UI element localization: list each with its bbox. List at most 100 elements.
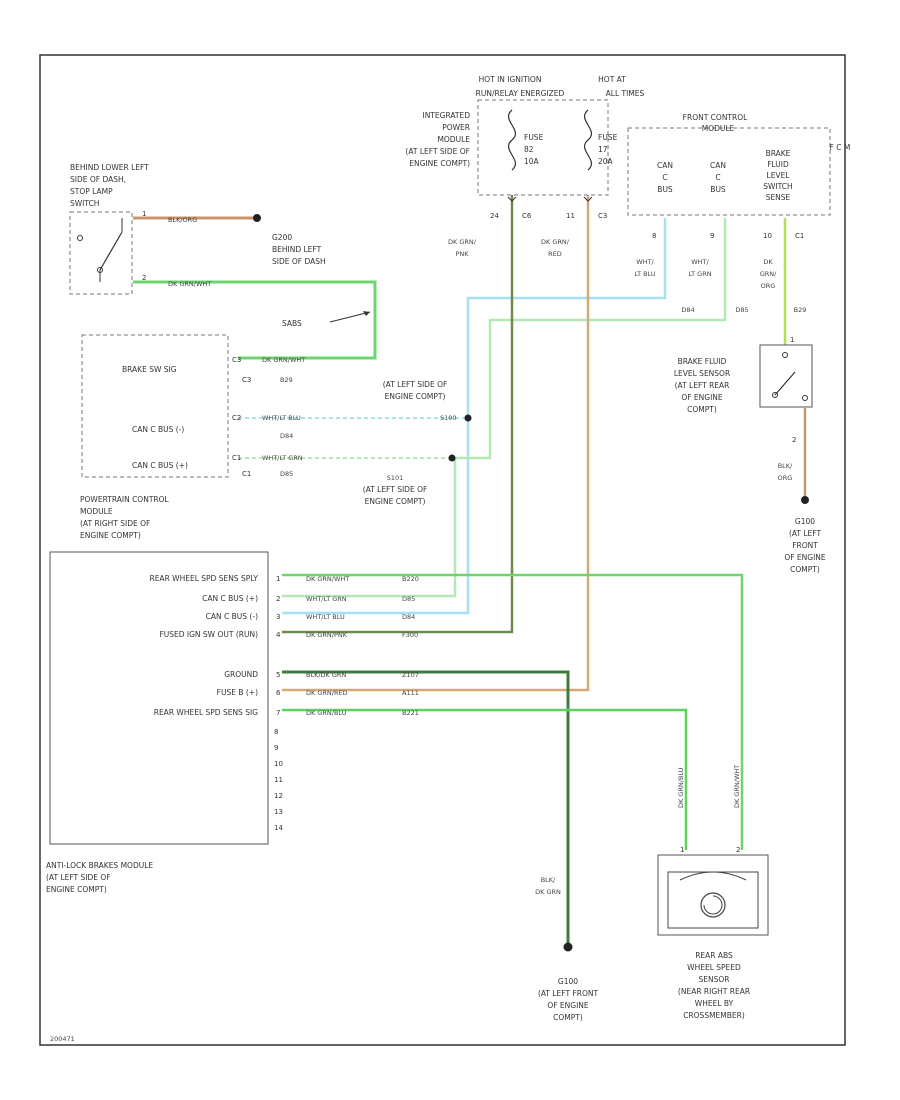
fcm-title-2: MODULE	[702, 124, 735, 133]
abs-extra-pin: 9	[274, 744, 278, 752]
abs-module-box	[49, 551, 269, 845]
stop-line-3: STOP LAMP	[70, 187, 113, 196]
ipm-line-2: POWER	[442, 123, 470, 132]
fluid-ground-1: G100	[795, 517, 815, 526]
g200-ground-dot	[253, 214, 261, 222]
pcm-row1-label: BRAKE SW SIG	[122, 365, 177, 374]
abs-row-label: GROUND	[224, 670, 258, 679]
fluid-wire-2: ORG	[778, 474, 793, 482]
fluid-ground-label: G100 (AT LEFT FRONT OF ENGINE COMPT)	[784, 517, 826, 574]
abs-row-pin: 6	[276, 689, 281, 697]
rear-line-5: WHEEL BY	[695, 999, 734, 1008]
g200-label: G200 BEHIND LEFT SIDE OF DASH	[272, 233, 326, 266]
hot-in-ignition-label: HOT IN IGNITION	[479, 75, 542, 84]
rear-sensor-box	[657, 854, 769, 936]
label-code-d85: D85	[735, 306, 748, 314]
abs-title-1: ANTI-LOCK BRAKES MODULE	[46, 861, 153, 870]
fluid-line-5: COMPT)	[687, 405, 717, 414]
fcm-col3-2: FLUID	[767, 160, 789, 169]
g100-line-2: (AT LEFT FRONT	[538, 989, 599, 998]
abs-row-wire: BLK/DK GRN	[306, 671, 346, 679]
abs-module-title: ANTI-LOCK BRAKES MODULE (AT LEFT SIDE OF…	[46, 861, 153, 894]
fuse-17: FUSE 17 20A	[584, 109, 618, 171]
fluid-ground-3: FRONT	[792, 541, 818, 550]
abs-row-code: D84	[402, 613, 415, 621]
pcm-row2-label: CAN C BUS (-)	[132, 425, 184, 434]
abs-row-pin: 5	[276, 671, 280, 679]
ipm-pin-c6: C6	[522, 212, 532, 220]
abs-title-2: (AT LEFT SIDE OF	[46, 873, 111, 882]
abs-extra-pin: 8	[274, 728, 278, 736]
pcm-row-1: BRAKE SW SIG C3 C3 DK GRN/WHT B29	[122, 356, 305, 384]
wire-spd-sig	[282, 708, 688, 850]
fcm-col-3: BRAKE FLUID LEVEL SWITCH SENSE	[763, 149, 792, 202]
s100-dot	[464, 414, 472, 422]
s101-line-3: ENGINE COMPT)	[365, 497, 426, 506]
stop-line-2: SIDE OF DASH,	[70, 175, 126, 184]
abs-row-wire: DK GRN/WHT	[306, 575, 349, 583]
rear-sensor-inner	[667, 871, 759, 929]
sabs-arrowhead	[363, 311, 370, 316]
fuse1-line-1: FUSE	[524, 133, 544, 142]
fluid-line-3: (AT LEFT REAR	[675, 381, 730, 390]
sensor-wire-b-label: DK GRN/WHT	[733, 765, 741, 808]
sabs-arrow-line	[329, 311, 371, 323]
pcm-row1-pin: C3	[232, 356, 241, 364]
abs-row-wire: DK GRN/PNK	[306, 631, 348, 639]
abs-row-wire: DK GRN/RED	[306, 689, 348, 697]
pcm-title-2: MODULE	[80, 507, 113, 516]
label-wht-lt-blu-2: LT BLU	[634, 270, 656, 278]
wires	[133, 195, 807, 945]
ipm-connector-marks	[507, 196, 593, 202]
ipm-pin-c3: C3	[598, 212, 607, 220]
s101-line-1: S101	[387, 474, 404, 482]
splice-s101: S101 (AT LEFT SIDE OF ENGINE COMPT)	[363, 454, 456, 506]
rear-line-1: REAR ABS	[695, 951, 733, 960]
rear-line-4: (NEAR RIGHT REAR	[678, 987, 750, 996]
rear-sensor-pin-1: 1	[680, 846, 684, 854]
s100-line-2: ENGINE COMPT)	[385, 392, 446, 401]
pcm-row3-label: CAN C BUS (+)	[132, 461, 188, 470]
run-relay-label: RUN/RELAY ENERGIZED	[476, 89, 565, 98]
fcm-pin-9: 9	[710, 232, 714, 240]
ipm-line-4: (AT LEFT SIDE OF	[405, 147, 470, 156]
abs-row-label: CAN C BUS (-)	[206, 612, 258, 621]
pcm-title: POWERTRAIN CONTROL MODULE (AT RIGHT SIDE…	[80, 495, 170, 540]
fluid-ground-dot	[801, 496, 809, 504]
wire-brake-sw-sig	[133, 280, 377, 360]
ground-wire-label-1: BLK/	[541, 876, 556, 884]
fcm-col-1: CAN C BUS	[657, 161, 673, 194]
abs-row-pin: 4	[276, 631, 281, 639]
abs-extra-pin: 11	[274, 776, 283, 784]
ipm-box	[477, 99, 609, 196]
abs-row-code: Z107	[402, 671, 419, 679]
g200-line-3: SIDE OF DASH	[272, 257, 326, 266]
hot-at-label: HOT AT	[598, 75, 626, 84]
wire-can-minus	[282, 218, 667, 615]
ground-wire-label-2: DK GRN	[535, 888, 561, 896]
wire-can-plus	[282, 218, 727, 598]
pcm-row3-code: D85	[280, 470, 293, 478]
fcm-side-label: F C M	[830, 143, 851, 152]
label-wht-lt-grn-1: WHT/	[691, 258, 709, 266]
rear-line-2: WHEEL SPEED	[687, 963, 741, 972]
abs-row-wire: DK GRN/BLU	[306, 709, 347, 717]
ipm-line-3: MODULE	[437, 135, 470, 144]
fluid-line-4: OF ENGINE	[681, 393, 723, 402]
fcm-col3-3: LEVEL	[767, 171, 791, 180]
fcm-col-2: CAN C BUS	[710, 161, 726, 194]
abs-row-pin: 1	[276, 575, 280, 583]
abs-row-label: FUSE B (+)	[217, 688, 258, 697]
pcm-row1-pin-no: C3	[242, 376, 251, 384]
abs-row-label: FUSED IGN SW OUT (RUN)	[159, 630, 258, 639]
abs-row-code: B221	[402, 709, 419, 717]
fcm-title-1: FRONT CONTROL	[683, 113, 748, 122]
sensor-wire-a-label: DK GRN/BLU	[677, 767, 685, 808]
ipm-pin-11: 11	[566, 212, 575, 220]
